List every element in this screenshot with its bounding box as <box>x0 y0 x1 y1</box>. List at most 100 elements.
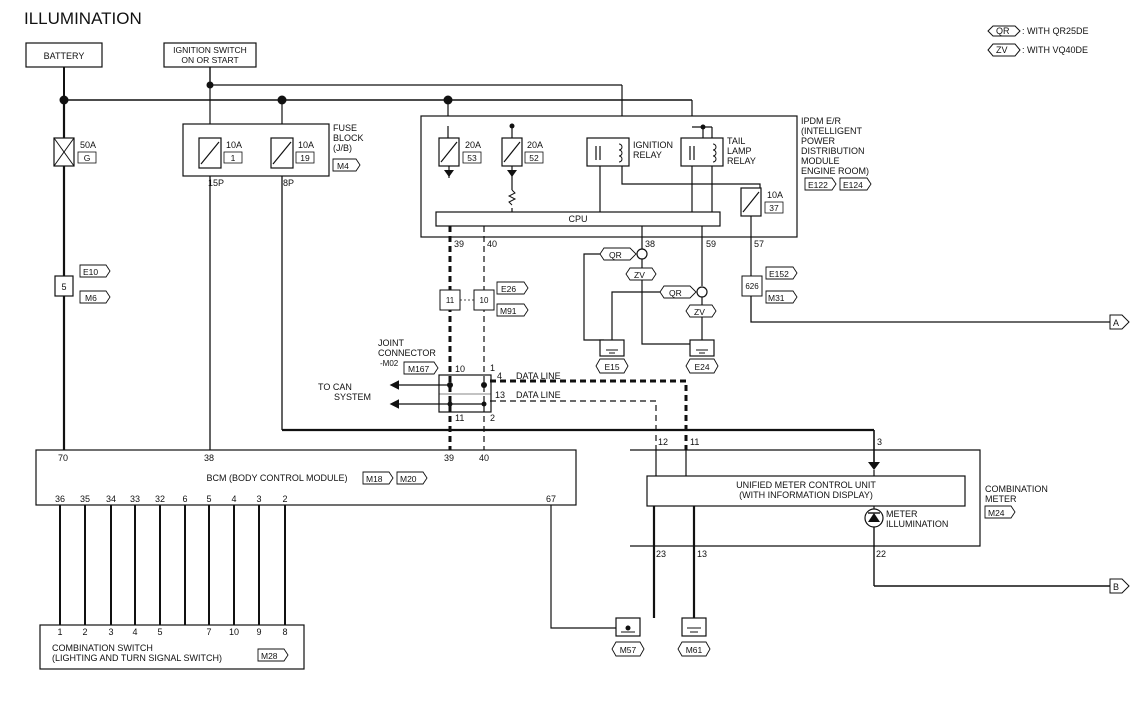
combination-switch-label: COMBINATION SWITCH <box>52 643 153 653</box>
bcm-label: BCM (BODY CONTROL MODULE) <box>206 473 347 483</box>
e152-pin: 626 <box>745 282 759 291</box>
joint-connector: JOINT CONNECTOR -M02 M167 10 11 4 13 1 2… <box>318 338 561 423</box>
switch-wires <box>59 505 286 625</box>
variant-legend: QR : WITH QR25DE ZV : WITH VQ40DE <box>987 25 1089 57</box>
bcm-connector-m18: M18 <box>366 474 383 484</box>
fusible-link-50a: 50A G <box>53 100 97 167</box>
fuse-block-label-2: BLOCK <box>333 133 364 143</box>
bcm-pin-40: 40 <box>479 453 489 463</box>
e26-connector-label: E26 <box>501 284 516 294</box>
joint-connector-label-3: -M02 <box>380 359 399 368</box>
joint-pin-13: 13 <box>495 390 505 400</box>
fusible-link-id: G <box>84 153 91 163</box>
data-line-label-2: DATA LINE <box>516 390 561 400</box>
cpu-box <box>435 211 721 227</box>
meter-pin-22: 22 <box>876 549 886 559</box>
fuse-block-connector: M4 <box>337 161 349 171</box>
fuse-53-rating: 20A <box>465 140 481 150</box>
meter-pin-11: 11 <box>690 437 699 447</box>
ipdm-label-2: (INTELLIGENT <box>801 126 863 136</box>
zv-legend-text: : WITH VQ40DE <box>1022 45 1088 55</box>
joint-pin-11: 11 <box>455 413 464 423</box>
bcm-bottom-pin: 34 <box>106 494 116 504</box>
combination-switch-pin: 7 <box>206 627 211 637</box>
offpage-b-connector <box>1109 578 1130 594</box>
ground-e24-symbol <box>689 339 715 357</box>
ground-variant-wiring: QR ZV QR ZV E15 E24 <box>583 226 719 374</box>
combination-switch-pin: 8 <box>282 627 287 637</box>
combination-meter-label-2: METER <box>985 494 1017 504</box>
bcm-bottom-pin: 32 <box>155 494 165 504</box>
zv-tag-2: ZV <box>694 307 705 317</box>
bcm-pin-70: 70 <box>58 453 68 463</box>
fuse-1-id: 1 <box>231 153 236 163</box>
fuse-19-rating: 10A <box>298 140 314 150</box>
bcm-bottom-pin: 35 <box>80 494 90 504</box>
offpage-b-label: B <box>1113 582 1119 592</box>
bcm-bottom-pin: 3 <box>256 494 261 504</box>
ipdm-label-5: MODULE <box>801 156 840 166</box>
tail-lamp-relay-label: TAIL <box>727 136 745 146</box>
fuse-53-id: 53 <box>467 153 477 163</box>
ipdm-er: 20A 53 20A 52 IGNITION RELAY TAIL LAMP R… <box>420 115 872 249</box>
joint-pin-1: 1 <box>490 363 495 373</box>
ipdm-label-3: POWER <box>801 136 836 146</box>
combination-meter-connector: M24 <box>988 508 1005 518</box>
meter-pin-13: 13 <box>697 549 707 559</box>
ground-e15-symbol <box>599 339 625 357</box>
ipdm-label: IPDM E/R <box>801 116 842 126</box>
bcm-bottom-pin: 6 <box>182 494 187 504</box>
combination-switch-connector: M28 <box>261 651 278 661</box>
combination-switch-pin: 2 <box>82 627 87 637</box>
can-bus-lines <box>448 226 688 450</box>
bcm-bottom-pin: 2 <box>282 494 287 504</box>
meter-pin-12: 12 <box>658 437 668 447</box>
meter-control-unit-label-2: (WITH INFORMATION DISPLAY) <box>739 490 873 500</box>
combination-switch-pin: 4 <box>132 627 137 637</box>
joint-connector-label: JOINT <box>378 338 405 348</box>
cpu-label: CPU <box>568 214 587 224</box>
ignition-relay-label-2: RELAY <box>633 150 662 160</box>
connector-m6-label: M6 <box>85 293 97 303</box>
e26-pin-box-10 <box>473 289 495 311</box>
qr-legend-tag <box>987 25 1021 37</box>
meter-illumination-label-2: ILLUMINATION <box>886 519 948 529</box>
ipdm-label-6: ENGINE ROOM) <box>801 166 869 176</box>
ipdm-pin-59: 59 <box>706 239 716 249</box>
bcm-bottom-pin: 5 <box>206 494 211 504</box>
tail-lamp-relay-label-2: LAMP <box>727 146 752 156</box>
fuse-1-rating: 10A <box>226 140 242 150</box>
m91-connector-label: M91 <box>500 306 517 316</box>
combination-switch-pin: 3 <box>108 627 113 637</box>
fuse-37-rating: 10A <box>767 190 783 200</box>
combination-meter-label: COMBINATION <box>985 484 1048 494</box>
ground-e15-label: E15 <box>604 362 619 372</box>
fuse-52-id: 52 <box>529 153 539 163</box>
ignition-relay-label: IGNITION <box>633 140 673 150</box>
combination-meter: UNIFIED METER CONTROL UNIT (WITH INFORMA… <box>630 437 1130 618</box>
battery-box <box>25 42 103 68</box>
splice-dot <box>277 95 287 105</box>
joint-connector-m167: M167 <box>408 364 430 374</box>
qr-tag-2: QR <box>669 288 682 298</box>
m31-connector-label: M31 <box>768 293 785 303</box>
bcm-bottom-pin: 33 <box>130 494 140 504</box>
bcm-pin-39: 39 <box>444 453 454 463</box>
e26-pin-11: 11 <box>446 296 455 305</box>
fuse-19-id: 19 <box>300 153 310 163</box>
joint-pin-2: 2 <box>490 413 495 423</box>
qr-tag-1: QR <box>609 250 622 260</box>
ground-m61-symbol <box>681 617 707 637</box>
ground-m61-label: M61 <box>686 645 703 655</box>
connector-e10-pin: 5 <box>61 282 66 292</box>
diagram-title: ILLUMINATION <box>24 9 142 28</box>
zv-legend-tag-text: ZV <box>996 45 1008 55</box>
battery-label: BATTERY <box>44 51 85 61</box>
fusible-link-rating: 50A <box>80 140 96 150</box>
offpage-a-connector <box>1109 314 1130 330</box>
combination-switch-label-2: (LIGHTING AND TURN SIGNAL SWITCH) <box>52 653 222 663</box>
qr-legend-tag-text: QR <box>996 26 1010 36</box>
ignition-switch-label-2: ON OR START <box>181 55 238 65</box>
ipdm-pin-57: 57 <box>754 239 764 249</box>
